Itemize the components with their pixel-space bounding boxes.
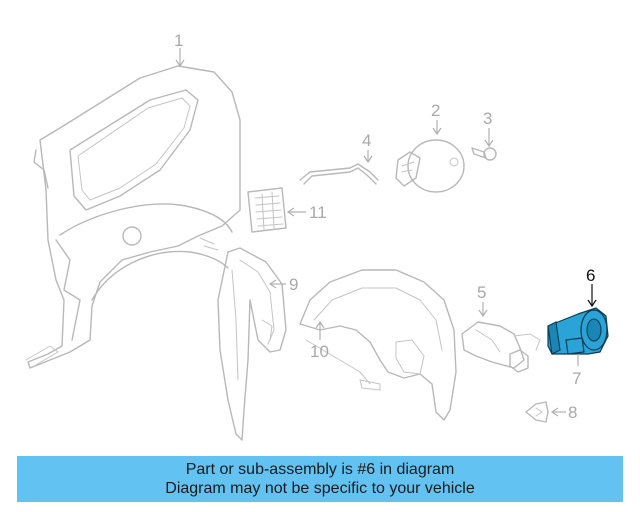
callout-7: 7 (572, 369, 581, 388)
part-4-rod (299, 163, 379, 185)
callout-9: 9 (289, 275, 298, 294)
banner-line-part: Part or sub-assembly is #6 in diagram (185, 461, 455, 478)
callout-10: 10 (310, 342, 329, 361)
parts-diagram: 1 2 3 4 5 6 7 8 9 10 11 (25, 31, 609, 441)
part-10-wheel-liner (299, 269, 457, 421)
callout-3: 3 (483, 109, 492, 128)
part-3-screw (471, 147, 497, 161)
part-8-clip (525, 401, 549, 423)
callout-1: 1 (174, 31, 183, 50)
part-5-housing (461, 321, 541, 373)
callout-4: 4 (362, 131, 371, 150)
part-2-fuel-door (395, 139, 465, 193)
callout-6: 6 (586, 266, 595, 285)
callout-5: 5 (477, 283, 486, 302)
part-6-fuel-filler-housing (547, 307, 609, 355)
callout-11: 11 (309, 203, 327, 222)
callout-2: 2 (431, 101, 440, 120)
banner-line-disclaimer: Diagram may not be specific to your vehi… (165, 480, 475, 497)
info-banner: Part or sub-assembly is #6 in diagram Di… (17, 456, 623, 502)
part-9-trim (217, 247, 287, 441)
part-1-quarter-panel (25, 65, 241, 369)
callout-8: 8 (568, 403, 577, 422)
part-11-vent (247, 187, 287, 233)
callout-leaders (175, 48, 597, 417)
